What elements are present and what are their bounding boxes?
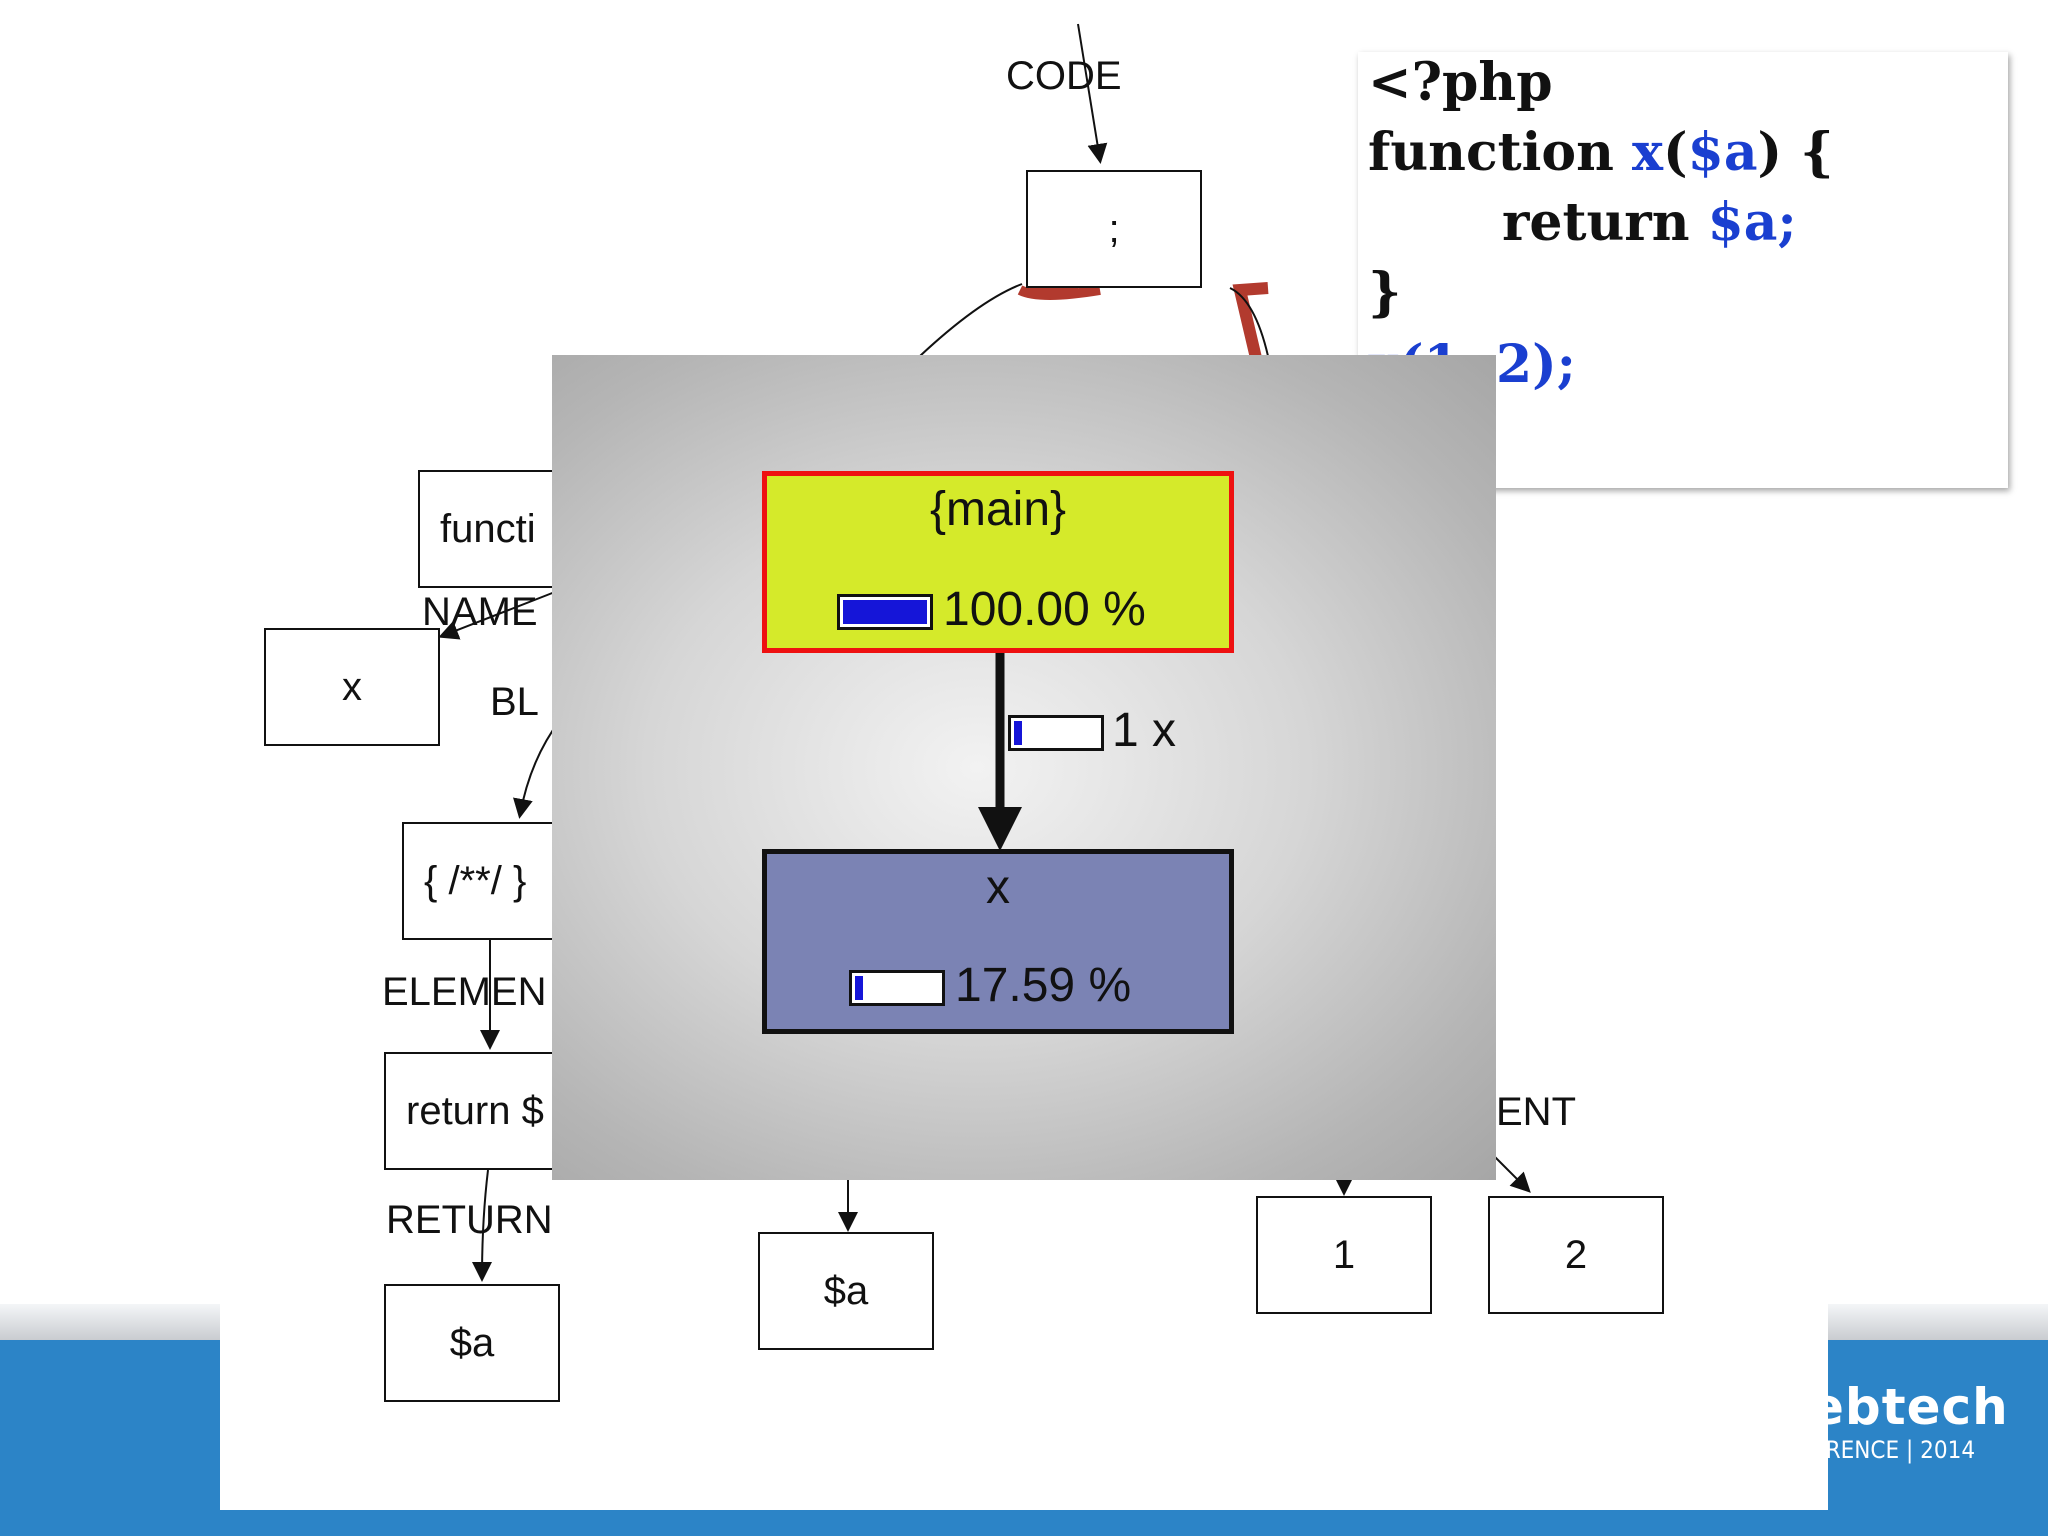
ast-node-root: ;	[1026, 170, 1202, 288]
code-line-4: }	[1368, 262, 1402, 323]
ast-node-a-left: $a	[384, 1284, 560, 1402]
ast-node-x: x	[264, 628, 440, 746]
edge-label-name: NAME	[422, 590, 538, 634]
edge-label-block: BL	[490, 680, 539, 724]
callgraph-main-name: {main}	[929, 483, 1067, 536]
callgraph-main-percent: 100.00 %	[943, 583, 1146, 636]
callgraph-overlay: {main} 100.00 % 1 x x 17.59 %	[552, 355, 1496, 1180]
edge-code	[1077, 23, 1108, 164]
edge-label-ent: ENT	[1496, 1090, 1576, 1134]
code-line-1: <?php	[1368, 52, 1553, 113]
ast-node-1: 1	[1256, 1196, 1432, 1314]
edge-red-2	[1232, 282, 1269, 360]
callgraph-edge	[978, 653, 1022, 851]
code-line-3: return $a;	[1502, 192, 1797, 253]
callgraph-edge-label: 1 x	[1112, 704, 1177, 757]
brand-logo-text: ebtech	[1810, 1378, 2009, 1436]
ast-node-block: { /**/ }	[402, 822, 578, 940]
edge-red-1	[1017, 285, 1101, 300]
callgraph-node-main: {main} 100.00 %	[762, 471, 1234, 653]
edge-name	[438, 589, 561, 640]
callgraph-x-name: x	[986, 861, 1010, 914]
code-line-2: function x($a) {	[1368, 122, 1834, 183]
edge-label-code: CODE	[1006, 54, 1122, 98]
edge-2	[1493, 1155, 1531, 1193]
ast-node-2: 2	[1488, 1196, 1664, 1314]
callgraph-x-percent: 17.59 %	[955, 959, 1132, 1012]
brand-logo-subtext: ERENCE | 2014	[1812, 1436, 1976, 1464]
edge-label-return: RETURN	[386, 1198, 553, 1242]
callgraph-node-x: x 17.59 %	[762, 849, 1234, 1034]
edge-label-element: ELEMEN	[382, 970, 547, 1014]
callgraph-x-bar	[849, 970, 945, 1006]
callgraph-main-bar	[837, 594, 933, 630]
edge-return	[472, 1169, 493, 1282]
callgraph-edge-bar	[1008, 715, 1104, 751]
ast-node-a-mid: $a	[758, 1232, 934, 1350]
ast-node-function: functi	[418, 470, 578, 588]
edge-black-1	[919, 283, 1023, 357]
ast-node-return: return $	[384, 1052, 570, 1170]
